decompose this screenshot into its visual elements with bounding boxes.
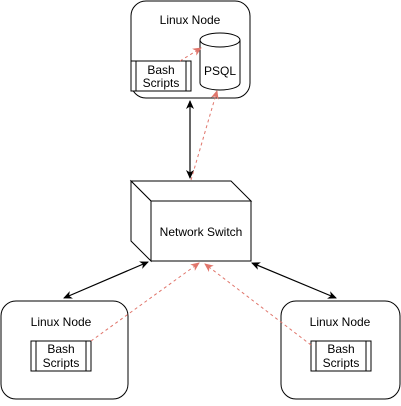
bash-scripts-box: Bash Scripts (310, 340, 372, 372)
bash-label-line1: Bash (147, 63, 174, 77)
flow-switch-to-psql (190, 90, 219, 181)
link-right-switch (251, 262, 337, 299)
bash-label-line1: Bash (47, 342, 74, 356)
node-title: Linux Node (160, 13, 221, 27)
bash-scripts-box: Bash Scripts (130, 60, 192, 92)
switch-label: Network Switch (160, 225, 243, 239)
linux-node-right: Linux Node Bash Scripts (280, 300, 401, 400)
bash-label-line1: Bash (327, 342, 354, 356)
link-left-switch (63, 261, 149, 299)
bash-scripts-box: Bash Scripts (30, 340, 92, 372)
bash-label-line2: Scripts (143, 76, 180, 90)
flow-right-bash-to-switch (204, 263, 312, 346)
psql-database-icon: PSQL (199, 32, 241, 91)
flow-left-bash-to-switch (90, 262, 200, 342)
bash-label-line2: Scripts (323, 356, 360, 370)
network-switch: Network Switch (129, 179, 253, 263)
node-title: Linux Node (310, 315, 371, 329)
flow-top-bash-to-psql (179, 47, 202, 62)
node-title: Linux Node (31, 315, 92, 329)
linux-node-top: Linux Node Bash Scripts PSQL (130, 0, 251, 99)
linux-node-left: Linux Node Bash Scripts (0, 300, 129, 400)
bash-label-line2: Scripts (43, 356, 80, 370)
psql-label: PSQL (204, 64, 236, 78)
